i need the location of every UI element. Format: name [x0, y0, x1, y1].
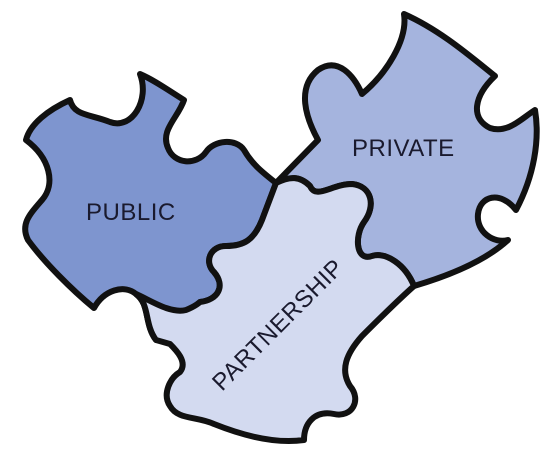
public-label: PUBLIC	[86, 199, 176, 226]
private-label: PRIVATE	[352, 135, 455, 162]
partnership-puzzle-piece	[133, 175, 417, 445]
